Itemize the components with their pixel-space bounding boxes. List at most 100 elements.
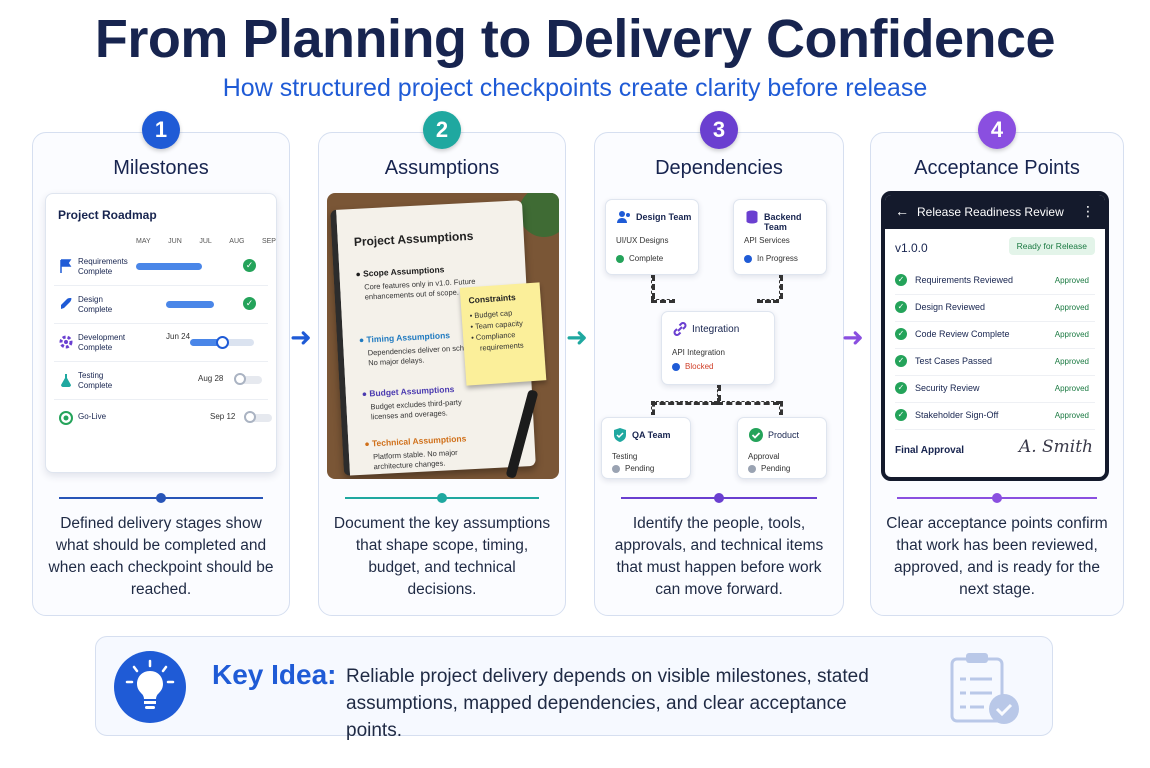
subtitle: How structured project checkpoints creat… bbox=[222, 74, 928, 102]
panel-title: Dependencies bbox=[655, 157, 783, 179]
arrow-right-icon: ➜ bbox=[842, 322, 864, 352]
panel-description: Clear acceptance points confirm that wor… bbox=[886, 515, 1108, 598]
assumption-heading: ● Timing Assumptions bbox=[358, 330, 451, 345]
roadmap-row: Go-Live Sep 12 bbox=[54, 400, 272, 438]
node-name: Design Team bbox=[636, 212, 692, 222]
node-status: In Progress bbox=[757, 254, 798, 263]
signature: A. Smith bbox=[1018, 437, 1093, 457]
roadmap-date: Sep 12 bbox=[210, 412, 236, 421]
panel-dependencies: 3 Dependencies Design Team UI/UX Designs… bbox=[594, 111, 844, 616]
panel-title: Milestones bbox=[113, 157, 209, 179]
notebook-title: Project Assumptions bbox=[353, 228, 474, 250]
connector bbox=[651, 401, 717, 405]
check-icon: ✓ bbox=[895, 382, 907, 394]
check-icon: ✓ bbox=[895, 301, 907, 313]
key-idea-box: Key Idea: Reliable project delivery depe… bbox=[95, 636, 1053, 741]
notebook-photo: Project Assumptions ● Scope Assumptions … bbox=[327, 193, 559, 479]
dependency-node-design: Design Team UI/UX Designs Complete bbox=[605, 199, 699, 275]
month-label: AUG bbox=[229, 238, 245, 245]
gear-icon bbox=[59, 335, 73, 349]
roadmap-bar bbox=[166, 301, 214, 308]
team-icon bbox=[617, 211, 630, 223]
roadmap-row-status: Complete bbox=[78, 381, 113, 390]
roadmap-row-label: Development bbox=[78, 333, 126, 342]
roadmap-card: Project Roadmap MAY JUN JUL AUG SEP Requ… bbox=[45, 193, 277, 473]
node-sub: UI/UX Designs bbox=[616, 236, 669, 245]
month-label: JUN bbox=[168, 238, 182, 245]
check-icon: ✓ bbox=[895, 274, 907, 286]
node-name: Backend Team bbox=[764, 212, 802, 232]
status-badge: Ready for Release bbox=[1008, 237, 1095, 255]
sticky-title: Constraints bbox=[468, 292, 517, 306]
flag-icon bbox=[60, 259, 72, 273]
step-badge: 1 bbox=[142, 111, 180, 149]
node-status: Blocked bbox=[685, 362, 714, 371]
roadmap-row-label: Go-Live bbox=[78, 412, 107, 421]
release-review-screen: ← Release Readiness Review ⋮ v1.0.0 Read… bbox=[881, 191, 1109, 481]
connector bbox=[651, 275, 655, 299]
node-status: Pending bbox=[625, 464, 655, 473]
connector bbox=[717, 385, 721, 401]
roadmap-row-label: Testing bbox=[78, 371, 104, 380]
plant-icon bbox=[519, 193, 559, 237]
step-badge: 4 bbox=[978, 111, 1016, 149]
node-sub: Testing bbox=[612, 452, 638, 461]
assumption-heading: ● Technical Assumptions bbox=[364, 433, 467, 449]
node-sub: API Integration bbox=[672, 348, 725, 357]
check-icon: ✓ bbox=[243, 297, 256, 310]
step-badge: 3 bbox=[700, 111, 738, 149]
link-icon bbox=[673, 322, 687, 336]
status-dot bbox=[612, 464, 620, 473]
panel-description: Document the key assumptions that shape … bbox=[333, 515, 551, 598]
check-icon: ✓ bbox=[243, 259, 256, 272]
node-name: QA Team bbox=[632, 430, 671, 440]
assumption-heading: ● Scope Assumptions bbox=[355, 264, 445, 279]
month-label: SEP bbox=[261, 238, 276, 245]
panel-description: Identify the people, tools, approvals, a… bbox=[614, 515, 824, 598]
node-name: Integration bbox=[692, 324, 740, 335]
divider-line bbox=[59, 493, 263, 503]
status-dot bbox=[748, 464, 756, 473]
check-icon: ✓ bbox=[895, 328, 907, 340]
roadmap-row-status: Complete bbox=[78, 267, 113, 276]
connector bbox=[757, 299, 779, 303]
arrow-right-icon: ➜ bbox=[566, 322, 588, 352]
panel-milestones: 1 Milestones Project Roadmap MAY JUN JUL… bbox=[32, 111, 290, 616]
back-arrow-icon[interactable]: ← bbox=[895, 203, 909, 219]
roadmap-date: Jun 24 bbox=[166, 332, 191, 341]
roadmap-bar bbox=[136, 263, 202, 270]
divider-line bbox=[345, 493, 539, 503]
connector bbox=[717, 401, 779, 405]
check-icon: ✓ bbox=[895, 409, 907, 421]
key-idea-text: Reliable project delivery depends on vis… bbox=[346, 666, 869, 741]
panel-description: Defined delivery stages show what should… bbox=[48, 515, 274, 598]
assumption-text: Budget excludes third-party licenses and… bbox=[370, 397, 462, 422]
dependency-node-product: Product Approval Pending bbox=[737, 417, 827, 479]
lightbulb-icon bbox=[114, 651, 186, 723]
panel-acceptance-points: 4 Acceptance Points ← Release Readiness … bbox=[870, 111, 1124, 616]
assumption-heading: ● Budget Assumptions bbox=[361, 383, 455, 399]
dependency-node-backend: Backend Team API Services In Progress bbox=[733, 199, 827, 275]
check-icon: ✓ bbox=[895, 355, 907, 367]
step-badge: 2 bbox=[423, 111, 461, 149]
panel-assumptions: 2 Assumptions Project Assumptions ● Scop… bbox=[318, 111, 566, 616]
check-circle-icon bbox=[749, 428, 763, 442]
more-menu-icon[interactable]: ⋮ bbox=[1081, 203, 1095, 219]
divider-line bbox=[897, 493, 1097, 503]
roadmap-row-status: Complete bbox=[78, 343, 113, 352]
node-sub: API Services bbox=[744, 236, 790, 245]
roadmap-title: Project Roadmap bbox=[58, 208, 157, 222]
connector bbox=[651, 401, 655, 415]
key-idea-label: Key Idea: bbox=[212, 659, 337, 690]
final-approval-label: Final Approval bbox=[895, 445, 965, 456]
arrow-right-icon: ➜ bbox=[290, 322, 312, 352]
divider-line bbox=[621, 493, 817, 503]
